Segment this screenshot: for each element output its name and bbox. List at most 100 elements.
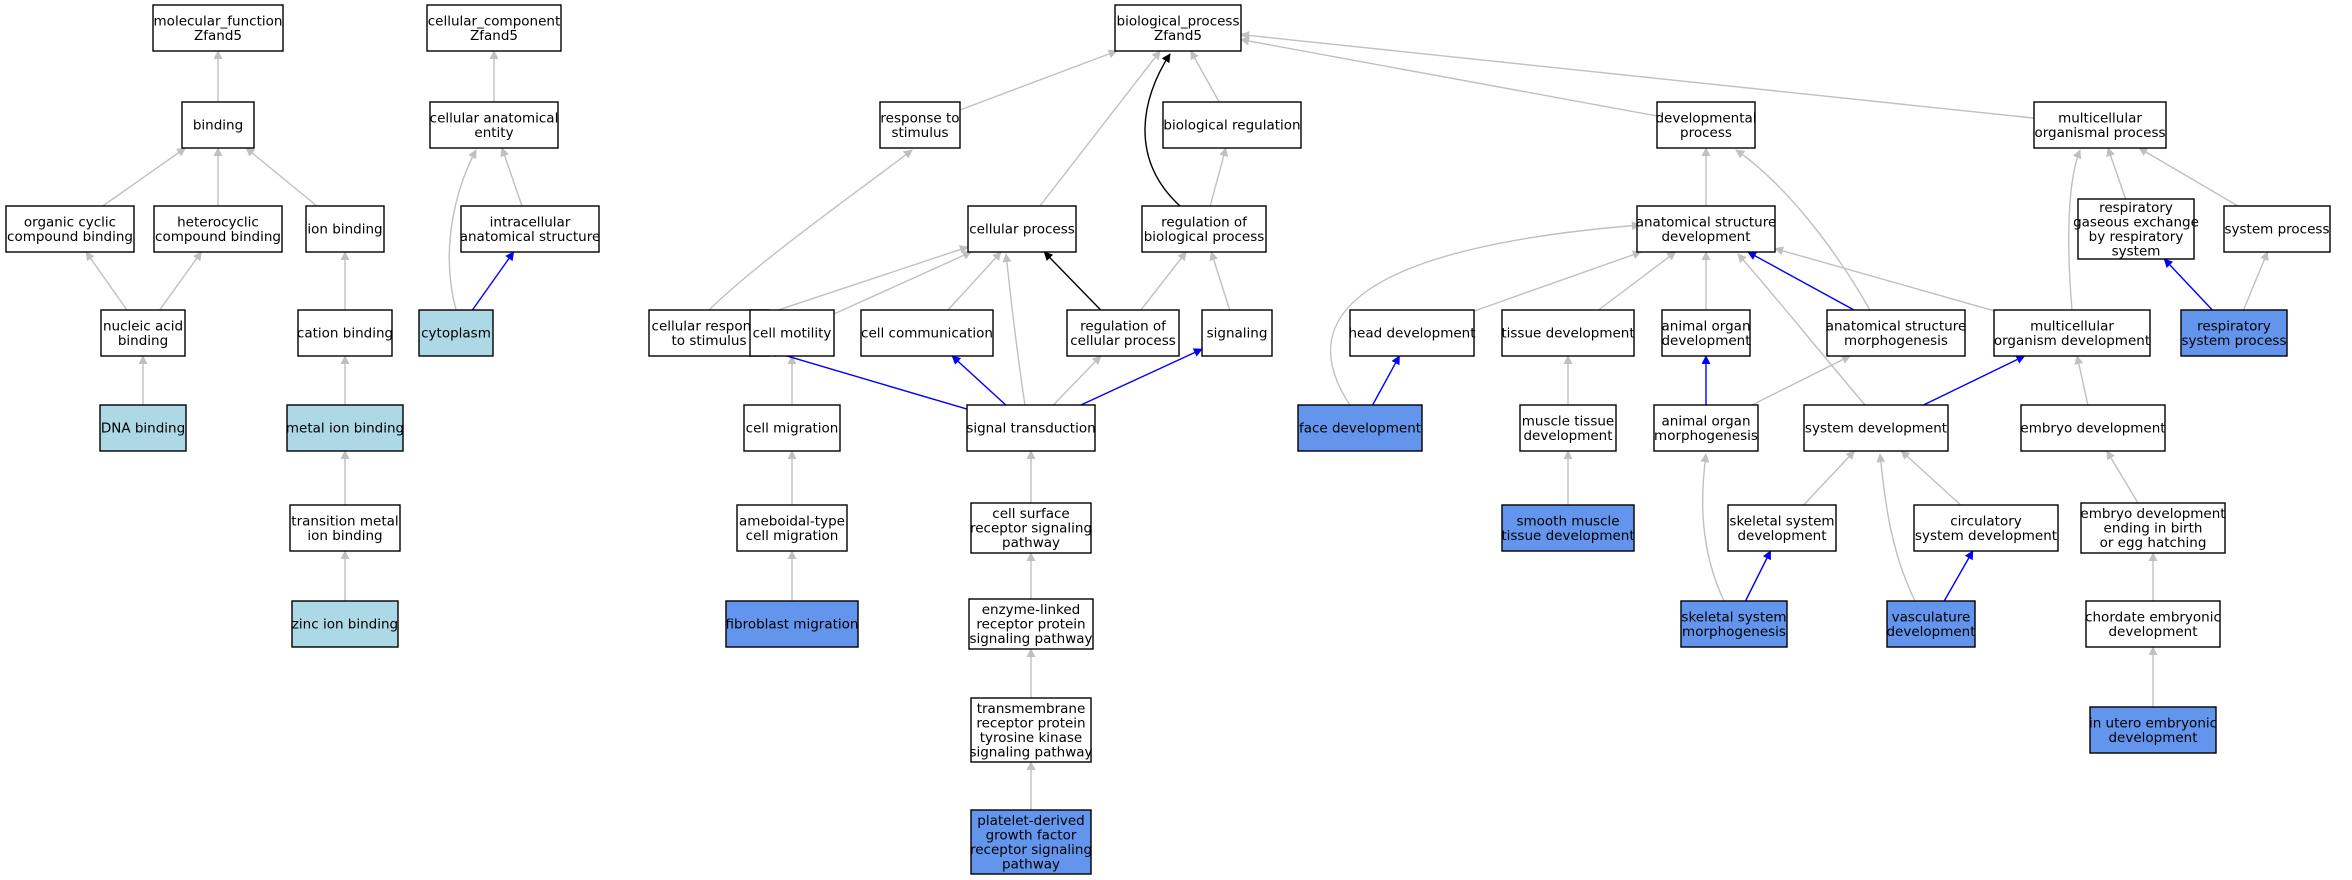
node-label-line: nucleic acid xyxy=(103,318,183,334)
edge-regulates-reg_cell-to-cellular_process xyxy=(1043,251,1102,311)
node-label-line: platelet-derived xyxy=(977,813,1084,829)
edge-is_a-cell_comm-to-cellular_process xyxy=(947,251,1002,311)
node-label-line: respiratory xyxy=(2197,318,2271,334)
edge-is_a-skeletal_sys_dev-to-system_dev xyxy=(1803,450,1856,506)
node-box xyxy=(966,404,1096,452)
node-box xyxy=(968,598,1094,650)
go-term-node-ion-binding: ion binding xyxy=(305,205,385,253)
edge-is_a-skeletal_morph-to-animal_organ_morph xyxy=(1700,453,1725,602)
node-label-line: cell migration xyxy=(746,421,839,437)
node-label-line: anatomical structure xyxy=(460,229,601,245)
node-box xyxy=(743,404,841,452)
node-box xyxy=(1114,4,1242,52)
edge-part_of-face_dev-to-head_dev xyxy=(1371,355,1401,406)
go-term-node-cell-motility: cell motility xyxy=(749,309,835,357)
node-box xyxy=(2180,309,2288,357)
edge-part_of-skeletal_morph-to-skeletal_sys_dev xyxy=(1744,550,1772,602)
go-term-node-cytoplasm: cytoplasm xyxy=(418,309,494,357)
edge-is_a-intracellular-to-anat_entity xyxy=(500,147,523,207)
edge-part_of-signal_trans-to-signaling xyxy=(1080,348,1203,406)
node-label-line: biological process xyxy=(1144,229,1265,245)
node-label-line: embryo development xyxy=(2020,421,2165,437)
go-term-node-metal-ion: metal ion binding xyxy=(286,404,404,452)
node-box xyxy=(429,101,559,149)
node-box xyxy=(100,309,186,357)
node-label-line: morphogenesis xyxy=(1844,333,1948,349)
node-label-line: by respiratory xyxy=(2089,229,2184,245)
node-label-line: biological regulation xyxy=(1163,118,1300,134)
node-label-line: smooth muscle xyxy=(1516,513,1619,529)
edge-is_a-head_dev-to-anat_dev xyxy=(1473,250,1642,312)
node-label-line: to stimulus xyxy=(672,333,747,349)
edge-is_a-nucleic_acid-to-organic_cyclic xyxy=(85,251,128,311)
node-label-line: face development xyxy=(1299,421,1421,437)
node-label-line: cellular_component xyxy=(428,13,560,29)
node-box xyxy=(181,101,255,149)
edge-is_a-resp_gas-to-multicell_org xyxy=(2106,147,2127,200)
edge-is_a-multicell_dev-to-anat_dev xyxy=(1774,246,1995,312)
node-label-line: binding xyxy=(118,333,168,349)
node-label-line: pathway xyxy=(1002,856,1060,872)
go-term-node-binding: binding xyxy=(181,101,255,149)
go-term-node-embryo-dev: embryo development xyxy=(2020,404,2166,452)
node-label-line: fibroblast migration xyxy=(726,617,859,633)
node-box xyxy=(1636,205,1776,253)
node-box xyxy=(1066,309,1180,357)
node-label-line: Zfand5 xyxy=(1154,28,1202,44)
node-box xyxy=(2033,101,2167,149)
node-box xyxy=(1501,504,1635,552)
go-term-node-face-dev: face development xyxy=(1297,404,1423,452)
node-box xyxy=(1826,309,1966,357)
edge-part_of-signal_trans-to-cell_resp xyxy=(768,348,968,410)
node-label-line: entity xyxy=(474,125,513,141)
node-box xyxy=(286,404,404,452)
node-box xyxy=(749,309,835,357)
node-label-line: metal ion binding xyxy=(286,421,404,437)
node-box xyxy=(152,4,284,52)
node-label-line: development xyxy=(1661,333,1750,349)
node-label-line: tyrosine kinase xyxy=(980,730,1082,746)
node-label-line: tissue development xyxy=(1501,326,1634,342)
edge-is_a-reg_bio-to-bio_reg xyxy=(1209,147,1229,207)
node-box xyxy=(99,404,187,452)
node-label-line: receptor signaling xyxy=(970,842,1092,858)
edge-is_a-cytoplasm-to-anat_entity xyxy=(448,149,477,311)
node-box xyxy=(289,504,401,552)
node-box xyxy=(1653,404,1759,452)
go-term-node-zinc-ion: zinc ion binding xyxy=(291,600,399,648)
node-label-line: development xyxy=(1886,624,1975,640)
node-label-line: cell surface xyxy=(992,506,1069,522)
node-label-line: development xyxy=(2108,624,2197,640)
node-box xyxy=(426,4,562,52)
go-term-node-cell-migration: cell migration xyxy=(743,404,841,452)
node-label-line: animal organ xyxy=(1661,318,1750,334)
node-box xyxy=(1661,309,1751,357)
node-label-line: vasculature xyxy=(1892,609,1971,625)
node-box xyxy=(2089,706,2217,754)
node-box xyxy=(725,600,859,648)
edge-is_a-resp_sys_proc-to-system_process xyxy=(2242,251,2269,311)
node-label-line: cellular response xyxy=(652,318,767,334)
node-label-line: development xyxy=(1523,428,1612,444)
node-label-line: stimulus xyxy=(891,125,948,141)
edge-is_a-circulatory-to-system_dev xyxy=(1900,450,1962,506)
node-box xyxy=(970,502,1092,554)
node-label-line: developmental xyxy=(1655,110,1756,126)
node-label-line: anatomical structure xyxy=(1826,318,1967,334)
node-label-line: multicellular xyxy=(2030,318,2114,334)
edge-is_a-face_dev-to-anat_dev xyxy=(1330,221,1641,406)
edge-is_a-cell_resp-to-cellular_process xyxy=(768,245,969,314)
node-label-line: molecular_function xyxy=(154,13,283,29)
node-label-line: signaling pathway xyxy=(969,631,1092,647)
